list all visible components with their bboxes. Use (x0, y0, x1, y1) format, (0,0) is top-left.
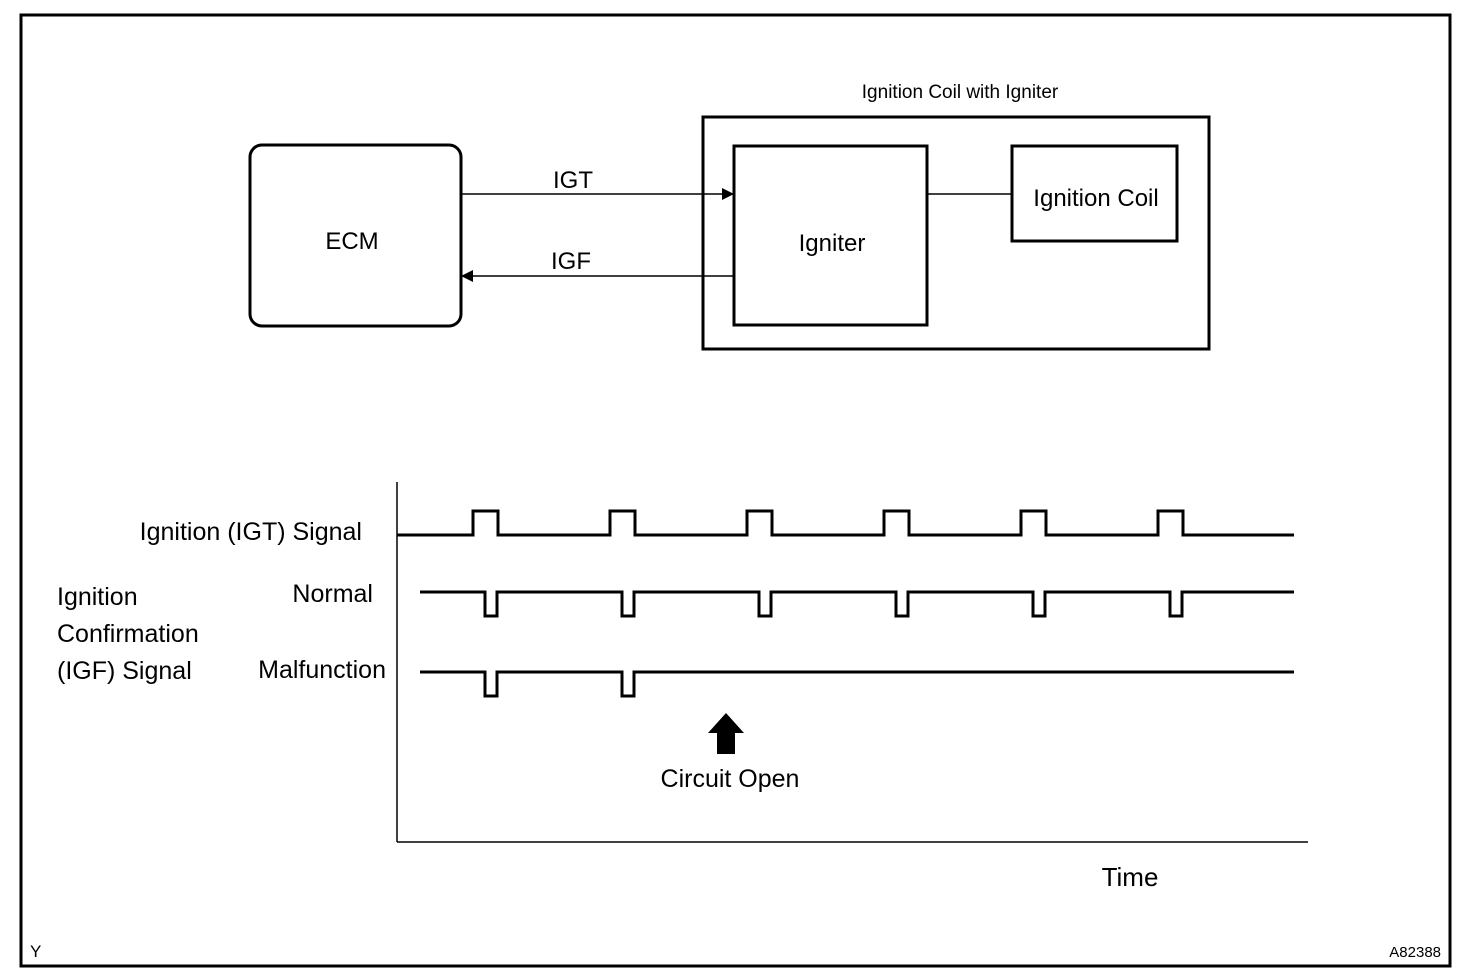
malfunction-label: Malfunction (258, 656, 386, 684)
circuit-open-arrow-icon (708, 713, 744, 754)
igf-group-label-line: Ignition (57, 583, 138, 611)
time-axis-label: Time (1102, 862, 1159, 892)
igniter-box (732, 144, 929, 327)
ecm-label: ECM (325, 228, 378, 255)
igt-waveform (397, 509, 1294, 537)
igf-group-label-line: Confirmation (57, 620, 199, 648)
ecm-box (248, 143, 463, 328)
figure-id-label: A82388 (1389, 944, 1441, 961)
assembly-box (701, 115, 1211, 351)
igniter-label: Igniter (799, 230, 866, 257)
figure-frame (19, 13, 1452, 968)
igt-label: IGT (553, 167, 593, 194)
ignition-coil-label: Ignition Coil (1033, 185, 1158, 212)
corner-label-left: Y (30, 942, 41, 961)
igf-malfunction-waveform (420, 670, 1294, 698)
igf-group-label-line: (IGF) Signal (57, 657, 192, 685)
igf-normal-waveform (420, 590, 1294, 618)
circuit-open-label: Circuit Open (661, 765, 800, 793)
assembly-label: Ignition Coil with Igniter (862, 82, 1059, 103)
normal-label: Normal (292, 580, 373, 608)
igt-signal-label: Ignition (IGT) Signal (140, 518, 362, 546)
igf-label: IGF (551, 248, 591, 275)
igf-group-label: Ignition Confirmation (IGF) Signal (57, 583, 206, 685)
